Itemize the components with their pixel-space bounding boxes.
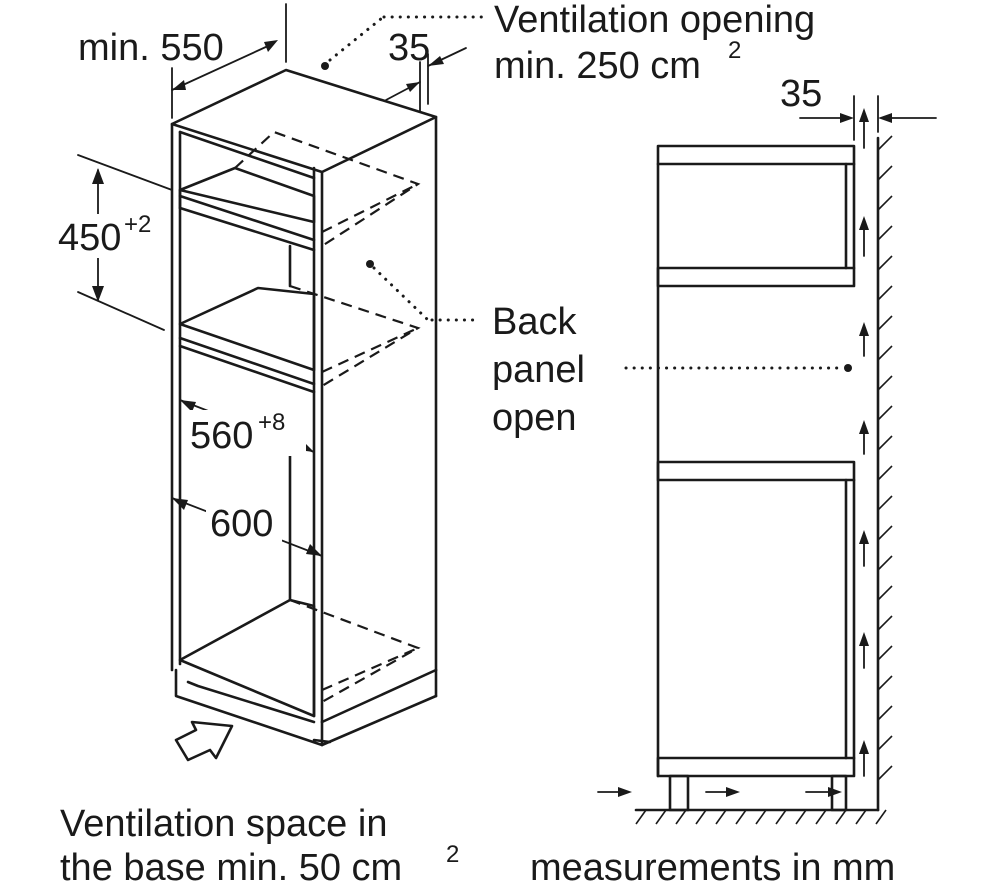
cabinet-isometric-view: min. 550 35 450 +2 560 +8 600 — [54, 3, 467, 762]
vent-opening-sup: 2 — [728, 37, 741, 64]
base-vent-sup: 2 — [446, 841, 459, 868]
base-airflow-arrow — [174, 720, 234, 762]
back-panel-line1: Back — [492, 301, 577, 343]
width-600-label: 600 — [210, 503, 273, 545]
back-panel-line3: open — [492, 397, 577, 439]
width-560-sup: +8 — [258, 409, 285, 436]
side-35-label: 35 — [780, 73, 822, 115]
vent-opening-line2: min. 250 cm — [494, 45, 701, 87]
base-vent-line1: Ventilation space in — [60, 803, 387, 845]
min-550-label: min. 550 — [78, 27, 224, 69]
ventilation-opening-callout: Ventilation opening min. 250 cm 2 — [321, 0, 815, 87]
airflow-arrows-up — [859, 108, 869, 777]
back-panel-line2: panel — [492, 349, 585, 391]
airflow-arrows-base — [597, 787, 842, 797]
depth-35-label: 35 — [388, 27, 430, 69]
floor-hatching — [635, 809, 887, 825]
cabinet-side-view: 35 — [597, 73, 937, 825]
base-vent-line2: the base min. 50 cm — [60, 847, 402, 887]
units-note: measurements in mm — [530, 847, 895, 887]
height-450-sup: +2 — [124, 211, 151, 238]
height-450-label: 450 — [58, 217, 121, 259]
width-560-label: 560 — [190, 415, 253, 457]
vent-opening-line1: Ventilation opening — [494, 0, 815, 41]
back-panel-callout: Back panel open — [366, 260, 852, 439]
wall-hatching — [877, 135, 893, 781]
